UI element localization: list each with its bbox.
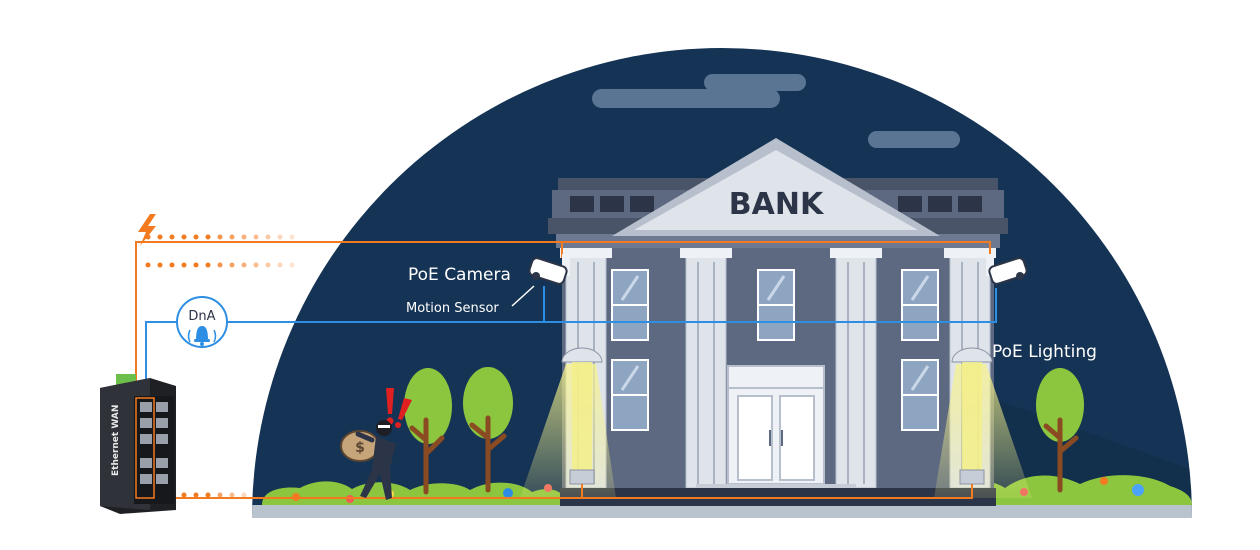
switch-brand-label: Ethernet WAN: [111, 405, 121, 476]
lightning-bolt-icon: [138, 214, 156, 246]
thief-figure: $: [340, 388, 412, 500]
tree-2: [463, 367, 513, 493]
poe-lighting-label: PoE Lighting: [992, 342, 1097, 362]
power-dots: [145, 234, 295, 498]
power-wiring: [135, 241, 991, 499]
ground: [252, 505, 1192, 518]
motion-sensor-label: Motion Sensor: [406, 301, 499, 316]
tree-1: [404, 368, 452, 495]
dna-alarm: DnA: [176, 296, 228, 348]
bank-building: BANK: [548, 138, 1008, 506]
ethernet-switch: Ethernet WAN: [100, 374, 176, 514]
light-beam-right: [934, 364, 1032, 498]
poe-camera-label: PoE Camera: [408, 265, 511, 285]
poe-camera-right: [986, 254, 1028, 285]
data-wiring: [145, 286, 997, 382]
poe-light-left: [561, 347, 603, 485]
svg-text:$: $: [355, 440, 365, 456]
clouds: [592, 74, 960, 148]
bank-sign: BANK: [729, 187, 825, 222]
bell-icon: [187, 326, 217, 346]
motion-sensor-pointer: [511, 285, 535, 307]
poe-camera-left: [528, 254, 570, 285]
dna-label: DnA: [188, 309, 215, 324]
poe-light-right: [951, 347, 993, 485]
tree-3: [1036, 368, 1084, 493]
exclamation-icon: [386, 388, 412, 428]
